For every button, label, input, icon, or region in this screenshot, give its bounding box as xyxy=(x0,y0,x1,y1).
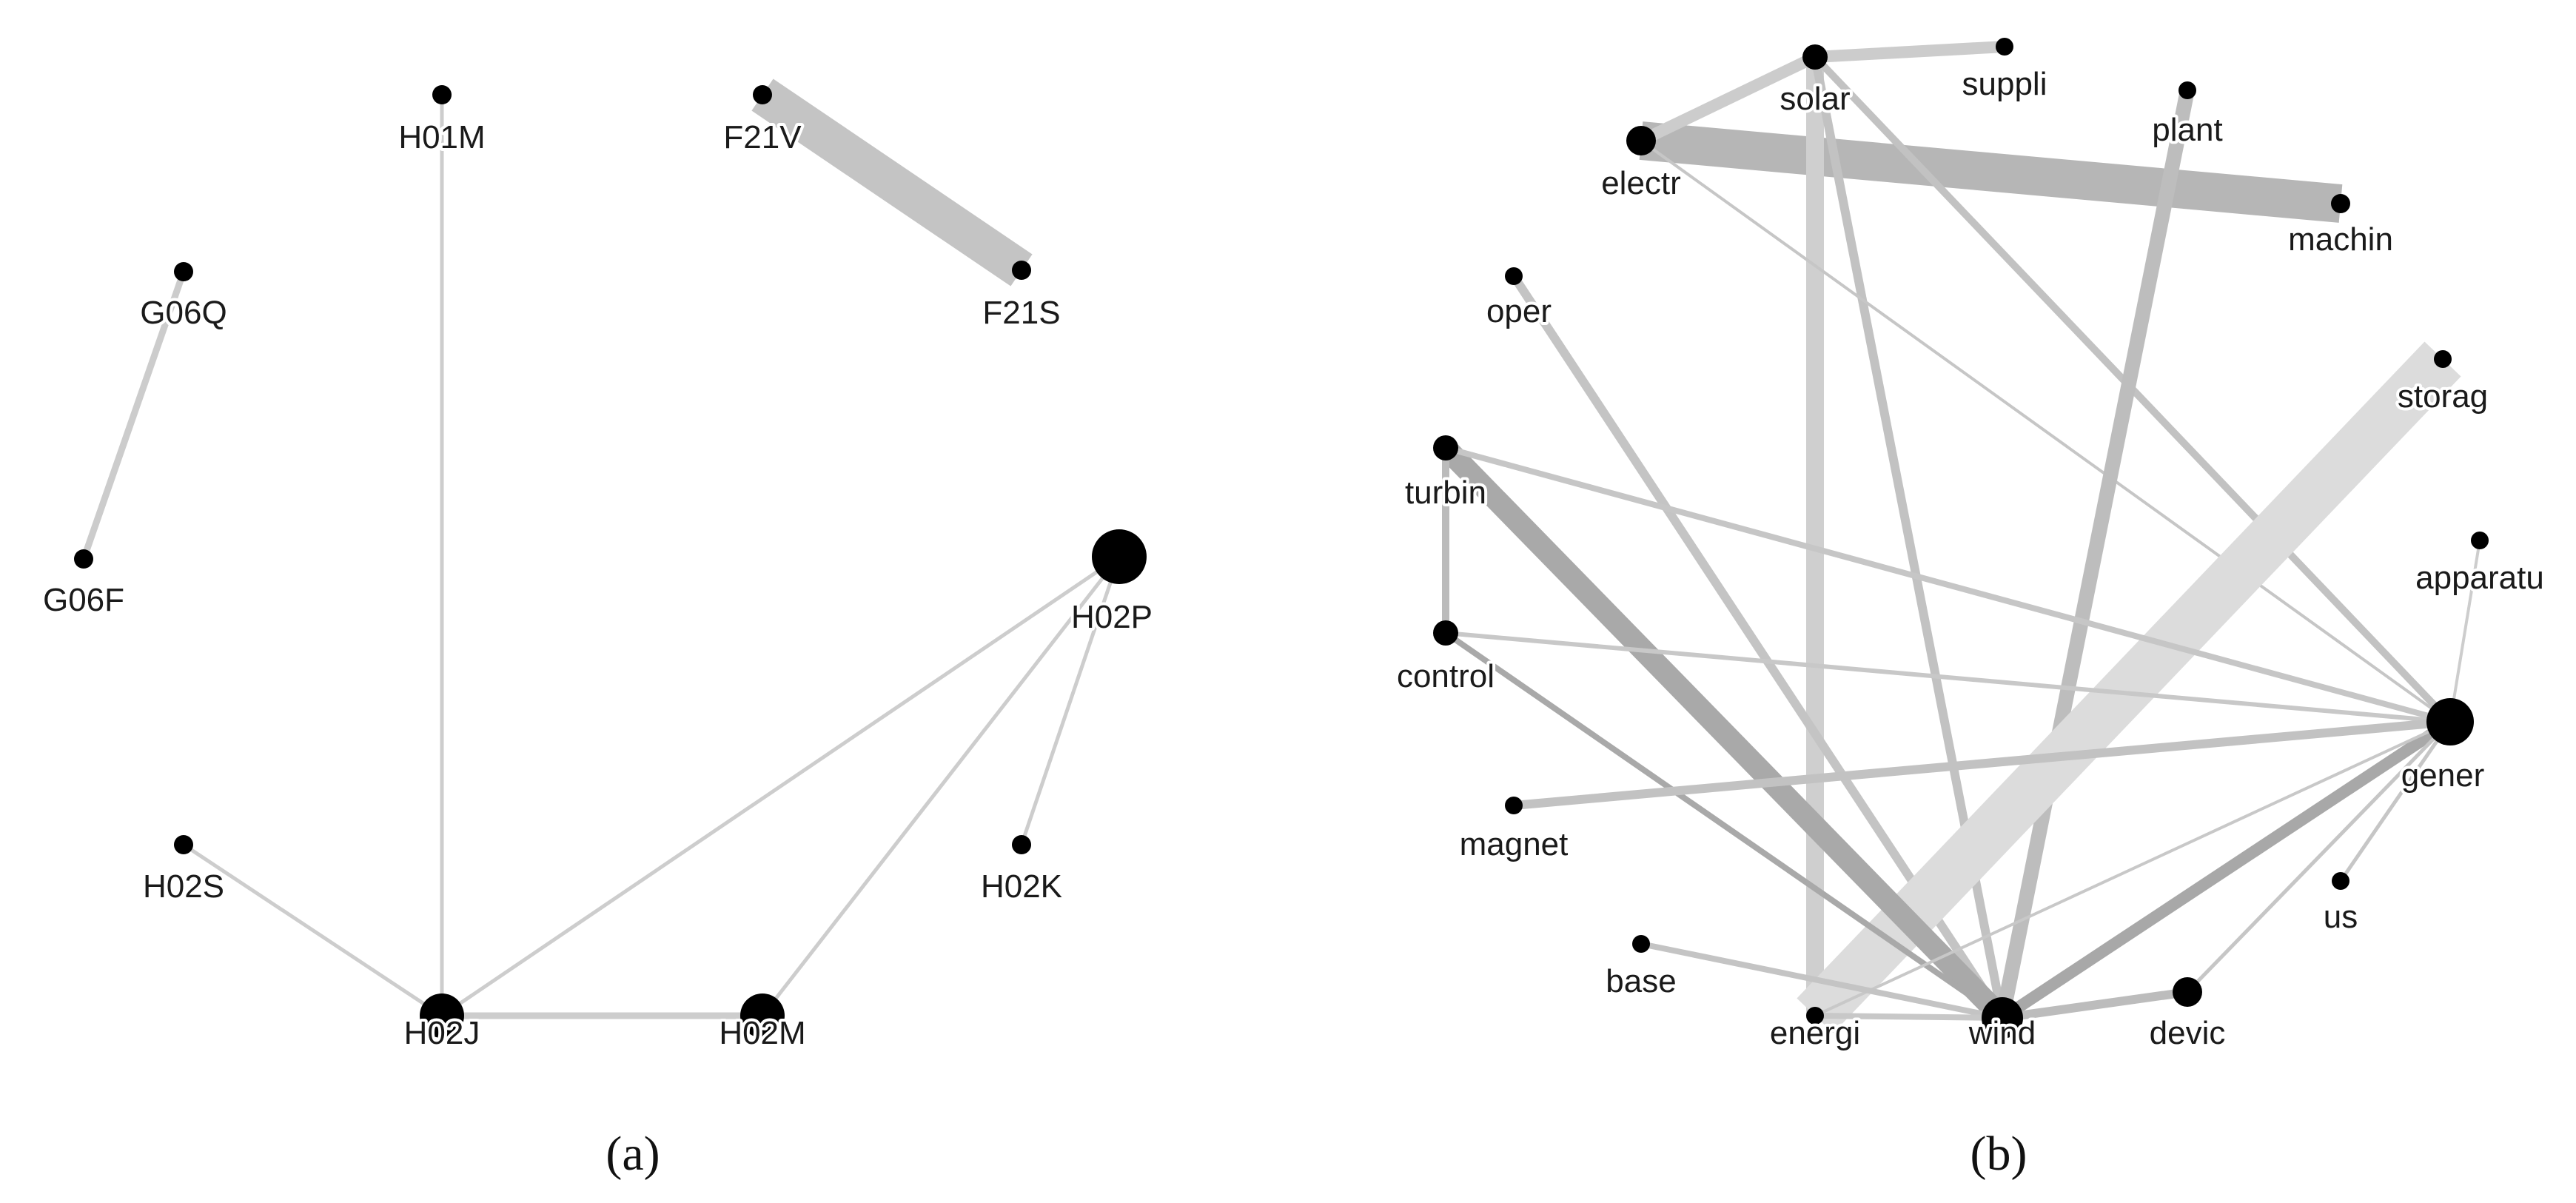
edge-solar-suppli xyxy=(1814,41,2005,63)
node-label-G06F: G06F xyxy=(43,582,124,618)
node-solar xyxy=(1802,44,1828,70)
node-H01M xyxy=(432,85,452,104)
edge-control-gener xyxy=(1445,631,2451,724)
panel-b-edges xyxy=(1438,41,2481,1033)
panel-b-caption: (b) xyxy=(1970,1127,2027,1181)
node-label-F21V: F21V xyxy=(723,119,802,155)
edge-gener-wind xyxy=(1999,717,2454,1023)
node-G06F xyxy=(74,549,93,569)
edge-electr-gener xyxy=(1640,139,2452,723)
node-label-storag: storag xyxy=(2398,378,2488,415)
node-label-H01M: H01M xyxy=(398,119,485,155)
node-H02K xyxy=(1012,835,1031,854)
edge-wind-devic xyxy=(2002,988,2188,1022)
node-H02J xyxy=(420,993,464,1038)
panel-b-network: solar suppli plant electr machin oper storag tu… xyxy=(1394,38,2547,1054)
node-plant xyxy=(2178,81,2196,99)
panel-a-edges xyxy=(80,78,1121,1019)
panel-a-caption: (a) xyxy=(606,1127,660,1181)
node-label-control: control xyxy=(1397,658,1495,694)
panel-b-labels: solar suppli plant electr machin oper storag tu… xyxy=(1394,63,2547,1054)
edge-electr-machin xyxy=(1639,121,2343,223)
node-label-gener: gener xyxy=(2401,757,2485,794)
edge-turbin-wind xyxy=(1438,440,2010,1026)
node-control xyxy=(1433,620,1458,646)
node-label-H02P: H02P xyxy=(1071,599,1153,635)
node-label-G06Q: G06Q xyxy=(140,295,227,331)
node-label-F21S: F21S xyxy=(982,295,1060,331)
panel-a-nodes xyxy=(74,85,1147,1038)
node-label-turbin: turbin xyxy=(1405,475,1486,511)
node-G06Q xyxy=(174,262,193,281)
node-label-wind: wind xyxy=(1968,1015,2036,1051)
node-label-energi: energi xyxy=(1770,1015,1860,1051)
edge-electr-solar xyxy=(1638,51,1818,147)
node-label-apparatu: apparatu xyxy=(2415,560,2544,596)
edge-plant-wind xyxy=(1995,89,2195,1019)
node-H02S xyxy=(174,835,193,854)
panel-b-nodes xyxy=(1433,38,2489,1039)
node-energi xyxy=(1806,1007,1824,1025)
node-F21V xyxy=(753,85,772,104)
edge-H02M-H02P xyxy=(761,555,1121,1017)
edge-storag-energi xyxy=(1797,341,2461,1033)
edge-H02P-H02K xyxy=(1019,556,1121,845)
edge-energi-wind xyxy=(1814,1013,2003,1021)
node-us xyxy=(2332,872,2349,890)
node-suppli xyxy=(1996,38,2013,56)
node-storag xyxy=(2434,350,2452,368)
edge-H02J-H02P xyxy=(440,554,1121,1018)
edge-turbin-gener xyxy=(1444,445,2452,725)
node-machin xyxy=(2331,194,2350,213)
node-F21S xyxy=(1012,261,1031,280)
node-gener xyxy=(2426,698,2474,745)
node-label-electr: electr xyxy=(1601,165,1681,201)
node-apparatu xyxy=(2471,532,2489,549)
edge-apparatu-gener xyxy=(2449,540,2481,723)
node-base xyxy=(1632,935,1650,953)
node-label-oper: oper xyxy=(1486,293,1552,329)
edge-control-wind xyxy=(1443,630,2005,1021)
node-label-H02S: H02S xyxy=(143,868,224,905)
node-label-H02J: H02J xyxy=(404,1015,480,1051)
node-label-base: base xyxy=(1606,963,1676,999)
node-devic xyxy=(2173,977,2202,1007)
node-label-solar: solar xyxy=(1780,81,1850,117)
panel-a-labels: H01M F21V F21S G06Q G06F H02P H02S H02K H02J H02M xyxy=(40,116,1155,1054)
edge-base-wind xyxy=(1640,941,2003,1021)
node-H02P xyxy=(1092,529,1147,584)
node-label-H02K: H02K xyxy=(981,868,1062,905)
node-label-us: us xyxy=(2324,899,2358,935)
edge-gener-devic xyxy=(2186,720,2452,993)
node-label-suppli: suppli xyxy=(1962,66,2047,102)
edge-G06Q-G06F xyxy=(80,270,187,560)
node-turbin xyxy=(1433,435,1458,460)
edge-H02S-H02J xyxy=(182,842,443,1018)
node-label-H02M: H02M xyxy=(719,1015,805,1051)
edge-magnet-gener xyxy=(1513,717,2451,810)
node-label-plant: plant xyxy=(2152,112,2222,148)
node-label-magnet: magnet xyxy=(1460,826,1569,862)
panel-a-network: H01M F21V F21S G06Q G06F H02P H02S H02K H02J H02M xyxy=(40,78,1155,1054)
node-label-devic: devic xyxy=(2150,1015,2226,1051)
node-oper xyxy=(1505,267,1523,285)
node-electr xyxy=(1626,126,1656,155)
edge-F21V-F21S xyxy=(751,78,1033,286)
node-magnet xyxy=(1505,797,1523,814)
edge-gener-us xyxy=(2338,720,2452,882)
node-H02M xyxy=(740,993,785,1038)
node-wind xyxy=(1982,997,2023,1039)
edge-gener-energi xyxy=(1814,720,2451,1017)
node-label-machin: machin xyxy=(2288,221,2393,258)
